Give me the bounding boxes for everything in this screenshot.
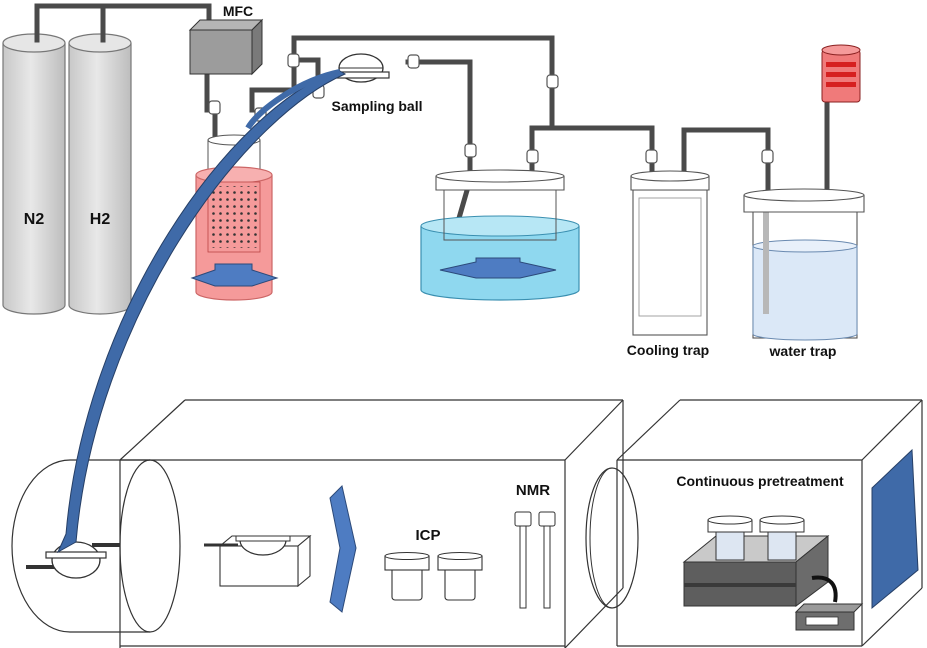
mfc-box: MFC xyxy=(188,3,264,76)
n2-cylinder: N2 xyxy=(2,33,66,315)
valve-6[interactable] xyxy=(546,74,559,89)
cooling-trap: Cooling trap xyxy=(627,170,710,358)
icp-vials: ICP xyxy=(384,527,483,601)
sampling-ball-top: Sampling ball xyxy=(331,53,423,114)
sampling-ball-entry xyxy=(26,541,120,579)
sample-transfer-arrow xyxy=(56,69,347,554)
sampling-ball-stage xyxy=(204,534,312,588)
valve-7[interactable] xyxy=(464,143,477,158)
reactor-vessel xyxy=(190,134,279,301)
water-trap-label: water trap xyxy=(769,343,837,359)
arrow-tail xyxy=(245,69,341,130)
heater-plate xyxy=(682,515,864,631)
water-bath xyxy=(420,169,580,301)
valve-1[interactable] xyxy=(208,100,221,115)
transfer-arrow xyxy=(329,485,357,613)
n2-label: N2 xyxy=(24,211,45,228)
gas-piping xyxy=(34,3,830,295)
valve-9[interactable] xyxy=(645,149,658,164)
h2-cylinder: H2 xyxy=(68,33,132,315)
valve-8[interactable] xyxy=(526,149,539,164)
nmr-tubes: NMR xyxy=(514,482,556,609)
h2-label: H2 xyxy=(90,211,111,228)
valve-10[interactable] xyxy=(761,149,774,164)
pretreatment-box: Continuous pretreatment xyxy=(616,399,923,647)
water-trap: water trap xyxy=(743,44,865,359)
sampling-ball-label: Sampling ball xyxy=(331,98,422,114)
nmr-label: NMR xyxy=(516,482,550,499)
glove-box xyxy=(11,399,639,648)
cooling-trap-label: Cooling trap xyxy=(627,342,709,358)
valve-3[interactable] xyxy=(287,53,300,68)
continuous-pretreatment-label: Continuous pretreatment xyxy=(676,473,844,489)
mfc-label: MFC xyxy=(223,3,253,19)
icp-label: ICP xyxy=(415,527,440,544)
valve-5[interactable] xyxy=(407,54,420,69)
